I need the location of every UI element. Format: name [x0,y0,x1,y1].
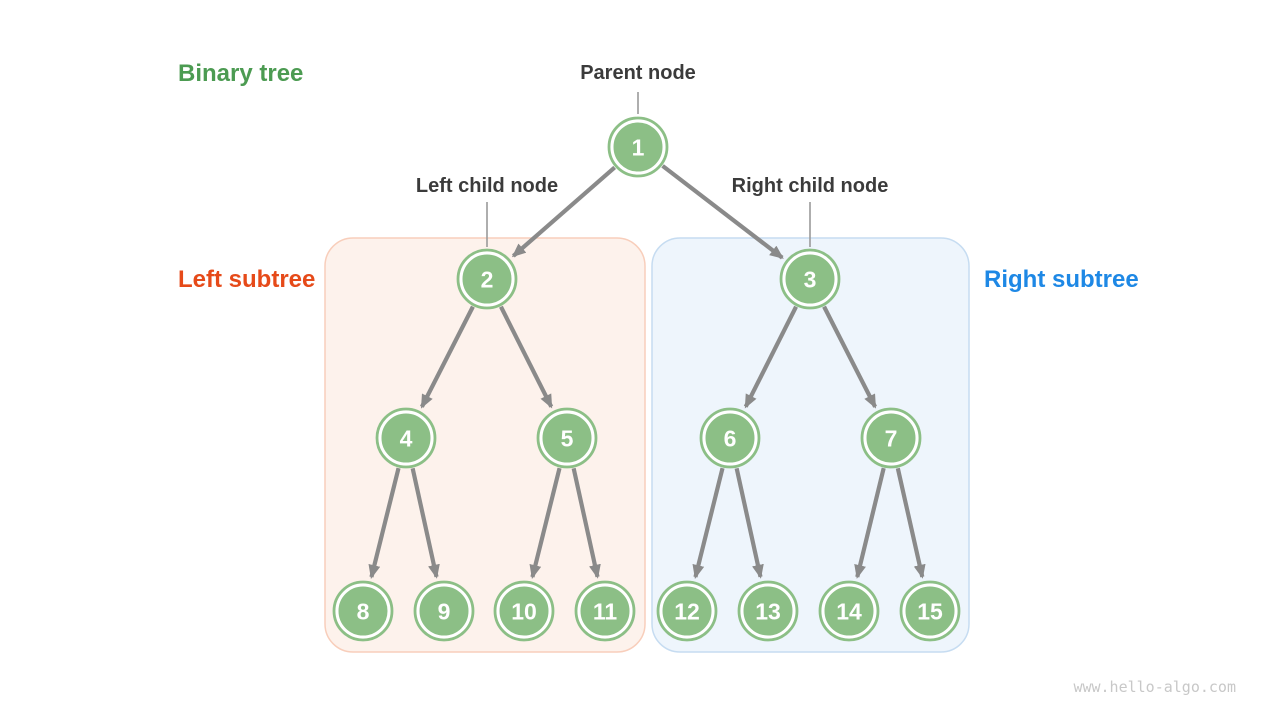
node-outer-ring [656,580,718,642]
edge-4-9 [410,467,440,579]
edge-5-10 [529,467,562,579]
node-disc [577,583,633,639]
node-disc [335,583,391,639]
node-outer-ring [899,580,961,642]
node-value: 14 [836,598,862,624]
node-disc [610,119,666,175]
edge-5-11 [571,467,601,579]
node-outer-ring [818,580,880,642]
tree-node-6: 6 [699,407,761,469]
node-disc [702,410,758,466]
right-child-node-label: Right child node [731,175,889,197]
node-outer-ring [860,407,922,469]
node-outer-ring [536,407,598,469]
tree-node-11: 11 [574,580,636,642]
tree-node-8: 8 [332,580,394,642]
tree-node-4: 4 [375,407,437,469]
watermark-url: www.hello-algo.com [1073,678,1236,696]
edge-2-5 [499,305,554,409]
node-disc [659,583,715,639]
edge-1-2 [511,165,617,258]
edge-6-13 [734,467,764,579]
node-disc [863,410,919,466]
node-disc [416,583,472,639]
edge-6-12 [692,467,725,579]
node-disc [378,410,434,466]
node-outer-ring [574,580,636,642]
edge-4-8 [368,467,401,579]
node-outer-ring [493,580,555,642]
left-subtree-label: Left subtree [178,266,316,293]
tree-node-5: 5 [536,407,598,469]
node-value: 7 [885,425,898,451]
node-outer-ring [413,580,475,642]
tree-node-14: 14 [818,580,880,642]
node-value: 13 [755,598,781,624]
tree-node-13: 13 [737,580,799,642]
node-disc [496,583,552,639]
edge-7-15 [895,467,926,579]
node-value: 1 [632,134,645,160]
node-outer-ring [375,407,437,469]
node-disc [459,251,515,307]
node-outer-ring [456,248,518,310]
left-child-node-label: Left child node [415,175,559,197]
node-outer-ring [699,407,761,469]
edge-2-4 [420,305,475,409]
node-outer-ring [607,116,669,178]
tree-node-15: 15 [899,580,961,642]
node-value: 6 [724,425,737,451]
edge-3-6 [743,305,798,409]
left-subtree-box [324,237,646,653]
node-value: 8 [357,598,370,624]
node-disc [902,583,958,639]
node-value: 11 [593,598,618,624]
figure-title: Binary tree [178,60,304,87]
node-outer-ring [737,580,799,642]
node-disc [539,410,595,466]
tree-node-1: 1 [607,116,669,178]
node-value: 4 [400,425,413,451]
node-disc [821,583,877,639]
node-value: 12 [674,598,700,624]
edge-1-3 [661,164,784,260]
node-value: 2 [481,266,494,292]
node-value: 10 [511,598,537,624]
edge-3-7 [822,305,877,409]
node-outer-ring [779,248,841,310]
node-value: 3 [804,266,817,292]
node-value: 5 [561,425,574,451]
node-value: 9 [438,598,451,624]
node-disc [782,251,838,307]
node-outer-ring [332,580,394,642]
parent-node-label: Parent node [580,62,696,84]
edge-7-14 [854,467,886,579]
node-disc [740,583,796,639]
node-value: 15 [917,598,943,624]
right-subtree-label: Right subtree [984,266,1139,293]
tree-node-12: 12 [656,580,718,642]
tree-node-2: 2 [456,248,518,310]
tree-node-7: 7 [860,407,922,469]
tree-node-3: 3 [779,248,841,310]
tree-node-9: 9 [413,580,475,642]
tree-node-10: 10 [493,580,555,642]
